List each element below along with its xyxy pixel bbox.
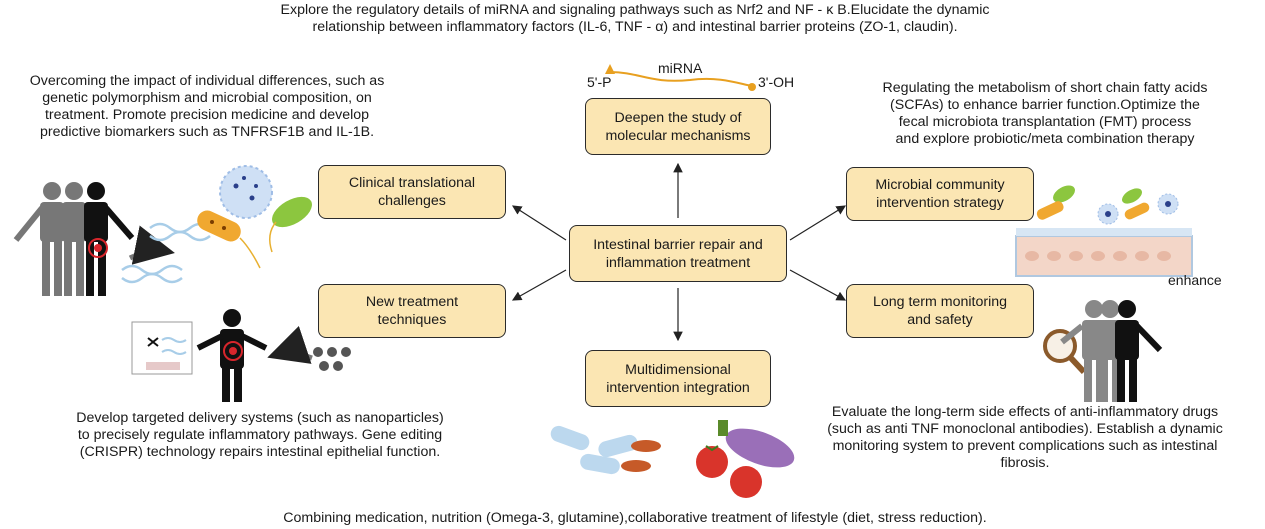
people-group-right-icon bbox=[1060, 300, 1163, 402]
people-group-icon bbox=[13, 182, 135, 296]
dna-icon bbox=[121, 222, 211, 284]
right-bottom-box: Long term monitoring and safety bbox=[846, 284, 1034, 338]
mirna-label: miRNA bbox=[658, 60, 703, 76]
microbes-icon bbox=[1036, 185, 1179, 225]
top-box: Deepen the study of molecular mechanisms bbox=[585, 98, 771, 155]
right-top-box: Microbial community intervention strateg… bbox=[846, 167, 1034, 221]
bottom-description: Combining medication, nutrition (Omega-3… bbox=[283, 510, 987, 526]
right-bottom-description: Evaluate the long-term side effects of a… bbox=[827, 404, 1223, 471]
crispr-panel-icon bbox=[131, 321, 193, 375]
left-top-description: Overcoming the impact of individual diff… bbox=[29, 73, 385, 140]
left-bottom-description: Develop targeted delivery systems (such … bbox=[76, 410, 444, 460]
left-bottom-box: New treatment techniques bbox=[318, 284, 506, 338]
pills-icon bbox=[550, 425, 661, 475]
virus-icon bbox=[219, 165, 273, 219]
mirna-strand-icon bbox=[605, 64, 756, 91]
person-icon bbox=[196, 309, 268, 402]
nanoparticles-icon bbox=[313, 347, 351, 371]
enhance-label: enhance bbox=[1168, 272, 1222, 288]
vegetables-icon bbox=[696, 420, 795, 498]
connector-arrows bbox=[511, 162, 847, 342]
left-top-box: Clinical translational challenges bbox=[318, 165, 506, 219]
right-top-description: Regulating the metabolism of short chain… bbox=[882, 80, 1208, 147]
mirna-five-prime-label: 5'-P bbox=[587, 74, 612, 90]
bacteria-icon bbox=[197, 196, 312, 269]
arrow-left-icon bbox=[267, 325, 313, 364]
mirna-three-prime-label: 3'-OH bbox=[758, 74, 795, 90]
bottom-box: Multidimensional intervention integratio… bbox=[585, 350, 771, 407]
intestinal-epithelium-icon bbox=[1015, 228, 1193, 277]
center-box: Intestinal barrier repair and inflammati… bbox=[569, 225, 787, 282]
arrow-right-icon bbox=[128, 225, 175, 265]
top-description: Explore the regulatory details of miRNA … bbox=[280, 2, 990, 35]
